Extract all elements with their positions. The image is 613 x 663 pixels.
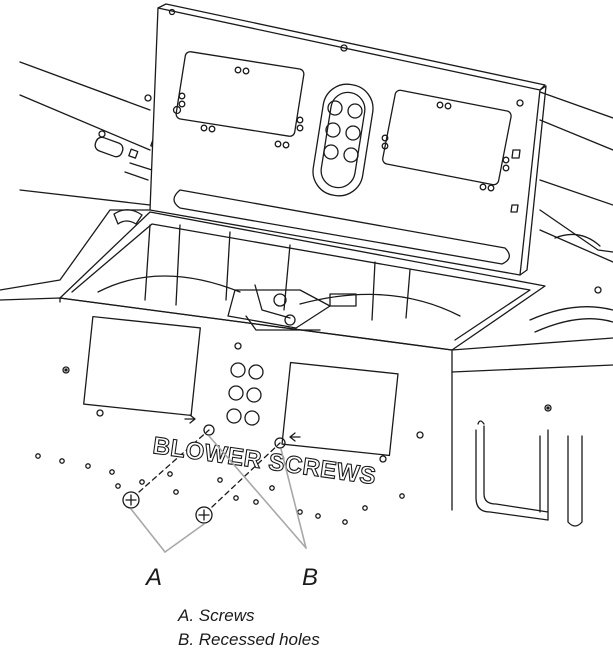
access-panel <box>149 3 547 276</box>
leader-a-left <box>130 508 166 553</box>
blower-assembly-diagram: BLOWER SCREWS A B <box>0 3 613 591</box>
callout-a: A <box>144 564 162 591</box>
front-face <box>0 297 613 527</box>
callout-b: B <box>302 564 318 591</box>
screws <box>122 429 281 524</box>
screw-right <box>195 506 213 524</box>
blower-cavity <box>59 211 546 351</box>
leader-b-right <box>280 448 307 549</box>
screw-left <box>122 491 140 509</box>
legend-item-recessed-holes: B. Recessed holes <box>178 630 320 649</box>
legend: A. Screws B. Recessed holes <box>178 604 478 652</box>
blower-screws-label: BLOWER SCREWS <box>151 432 378 490</box>
legend-item-screws: A. Screws <box>178 606 255 625</box>
leader-a-right <box>164 523 205 553</box>
leader-b-left <box>208 435 307 549</box>
